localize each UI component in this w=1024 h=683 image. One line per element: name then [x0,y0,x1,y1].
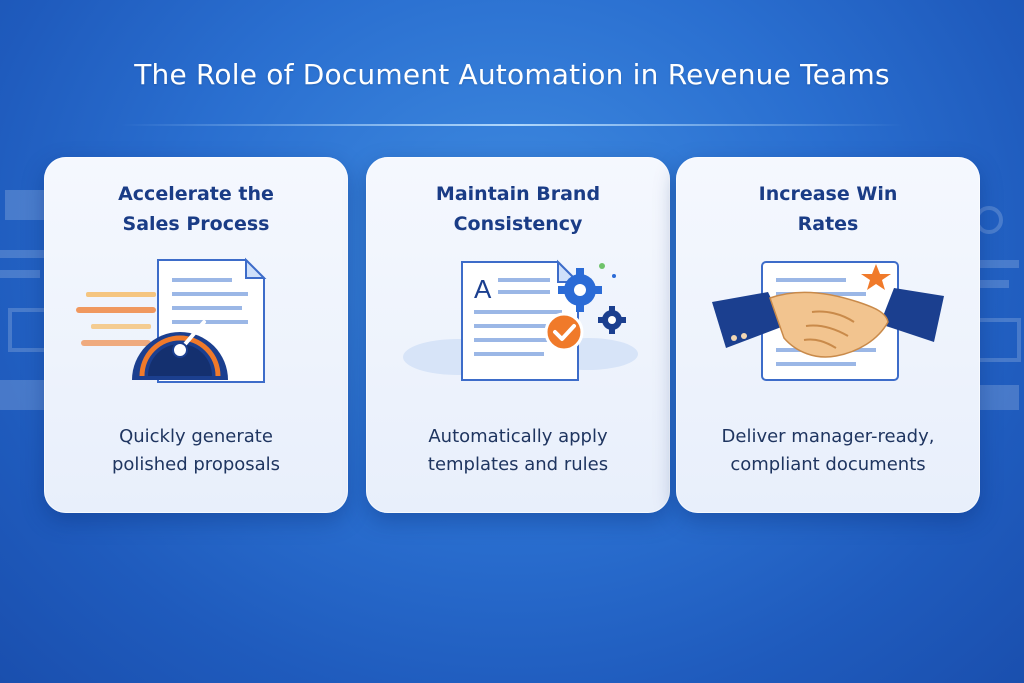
card-description: Quickly generate polished proposals [44,423,348,479]
card-title-line: Rates [797,213,859,235]
card-title-line: Accelerate the [118,183,274,205]
card-brand-consistency: Maintain Brand Consistency A [366,157,670,513]
card-description-line: polished proposals [111,454,281,475]
doc-letter: A [474,274,492,304]
card-win-rates: Increase Win Rates Deliver manager-ready… [676,157,980,513]
card-title: Increase Win Rates [676,179,980,239]
card-description-line: Automatically apply [428,426,608,447]
document-gears-check-icon: A [403,259,638,381]
card-description-line: compliant documents [730,454,926,475]
card-title-line: Maintain Brand [435,183,601,205]
card-description: Deliver manager-ready, compliant documen… [676,423,980,479]
card-title-line: Consistency [453,213,583,235]
card-description-line: Quickly generate [119,426,273,447]
card-description-line: templates and rules [427,454,609,475]
card-description: Automatically apply templates and rules [366,423,670,479]
card-title-line: Sales Process [122,213,270,235]
handshake-document-icon [712,261,944,381]
card-description-line: Deliver manager-ready, [721,426,935,447]
card-accelerate-sales: Accelerate the Sales Process Quickly gen… [44,157,348,513]
card-title: Maintain Brand Consistency [366,179,670,239]
page-title: The Role of Document Automation in Reven… [134,58,890,91]
card-title-line: Increase Win [758,183,898,205]
speedometer-document-icon [76,257,267,383]
background-decoration-left [0,190,57,410]
title-divider [120,124,904,126]
card-title: Accelerate the Sales Process [44,179,348,239]
